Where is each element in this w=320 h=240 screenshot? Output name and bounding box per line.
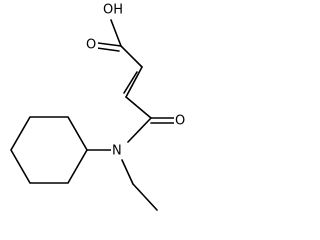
amide-oxygen-label: O: [175, 114, 185, 129]
cyclohexane-ring: [10, 116, 88, 184]
nitrogen-label: N: [112, 144, 122, 159]
bond-c4-n: [127, 117, 152, 143]
bond-n-ch2: [121, 159, 134, 185]
n-ethyl-group: [121, 159, 158, 211]
amide-carbonyl: [127, 117, 175, 143]
bond-c-o-double-2: [96, 47, 120, 52]
atom-label-oh: OH: [102, 2, 126, 18]
bond-c2-c3-double-outer: [125, 66, 143, 98]
bond-c-oh: [110, 19, 122, 47]
chemical-structure-diagram: OH O O N: [10, 2, 188, 211]
oh-label: OH: [103, 3, 123, 18]
bond-ch2-ch3: [132, 183, 158, 211]
atom-label-acid-oxygen: O: [85, 37, 98, 53]
bond-c1-c2: [120, 45, 143, 68]
bond-c2-c3-double-inner: [123, 71, 138, 94]
bond-c3-c4: [125, 96, 152, 119]
alkene-chain: [120, 45, 152, 119]
carboxylic-acid-group: [96, 19, 122, 52]
atom-label-nitrogen: N: [111, 142, 124, 159]
bond-c-o-double-1: [97, 42, 122, 47]
atom-label-amide-oxygen: O: [174, 113, 188, 129]
acid-oxygen-label: O: [86, 38, 96, 53]
